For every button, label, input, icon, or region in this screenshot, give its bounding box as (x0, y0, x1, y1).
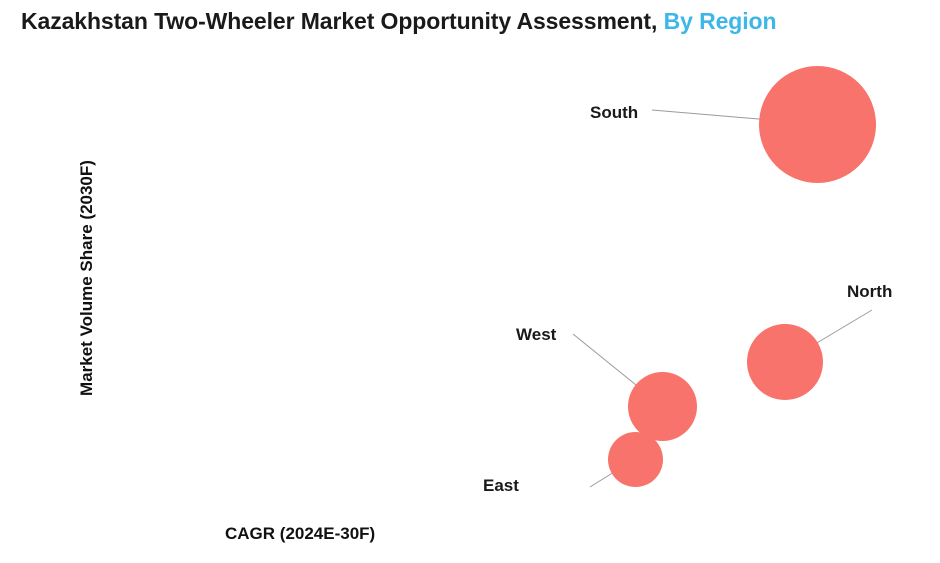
bubble-label-north: North (847, 282, 893, 301)
chart-title-main: Kazakhstan Two-Wheeler Market Opportunit… (21, 8, 658, 34)
bubble-label-west: West (516, 325, 557, 344)
bubble-north[interactable] (747, 324, 823, 400)
chart-title-accent: By Region (663, 8, 777, 34)
bubble-east[interactable] (607, 431, 663, 487)
page-title: Kazakhstan Two-Wheeler Market Opportunit… (21, 8, 777, 35)
bubble-label-south: South (590, 103, 639, 122)
bubble-west[interactable] (627, 371, 697, 441)
bubble-label-east: East (483, 476, 519, 495)
x-axis-label: CAGR (2024E-30F) (225, 524, 376, 543)
bubble-south[interactable] (758, 65, 876, 183)
